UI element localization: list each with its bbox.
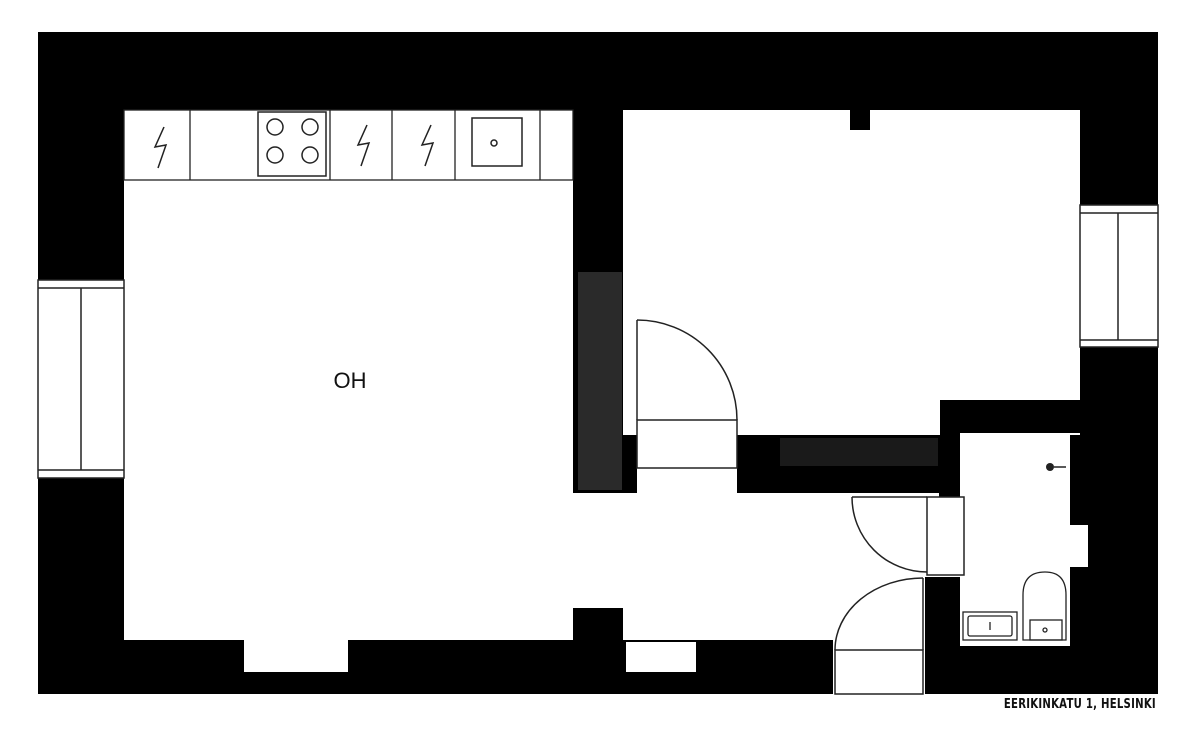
bathroom-door-gap — [925, 497, 960, 577]
wall-shading-2 — [780, 438, 938, 466]
window-right — [1079, 204, 1159, 348]
stove-hob-icon — [257, 111, 327, 177]
kitchen-sink-icon — [471, 117, 523, 167]
room-floors — [124, 110, 1088, 694]
address-label: EERIKINKATU 1, HELSINKI — [1003, 697, 1156, 712]
kitchen-counter — [123, 109, 574, 181]
partition-pier — [573, 608, 623, 640]
wall-shading — [578, 272, 622, 490]
bedroom-floor — [623, 110, 1080, 435]
washbasin-icon — [962, 611, 1018, 641]
living-kitchen-floor — [124, 110, 573, 640]
electric-outlet-icon — [153, 126, 168, 169]
bedroom-door — [636, 319, 738, 469]
bathroom-floor — [960, 433, 1070, 646]
bathroom-alcove — [1066, 525, 1088, 567]
windows — [37, 204, 1159, 479]
room-label-living-room: OH — [333, 368, 367, 393]
bedroom-nub — [850, 110, 870, 130]
bedroom-door-gap — [637, 435, 737, 493]
floor-drain-icon — [1046, 463, 1054, 471]
toilet-icon — [1022, 571, 1067, 641]
bathroom-door — [851, 496, 965, 576]
window-bottom-left — [244, 640, 348, 672]
bath-wall-left — [925, 577, 960, 694]
electric-outlet-icon — [420, 124, 435, 167]
bedroom-bath-wall — [623, 435, 637, 467]
entrance-door-gap — [833, 578, 925, 694]
bath-wall-top — [940, 400, 1080, 433]
electric-outlet-icon — [356, 124, 371, 167]
window-bottom-middle — [626, 642, 696, 672]
entrance-door — [834, 577, 924, 695]
